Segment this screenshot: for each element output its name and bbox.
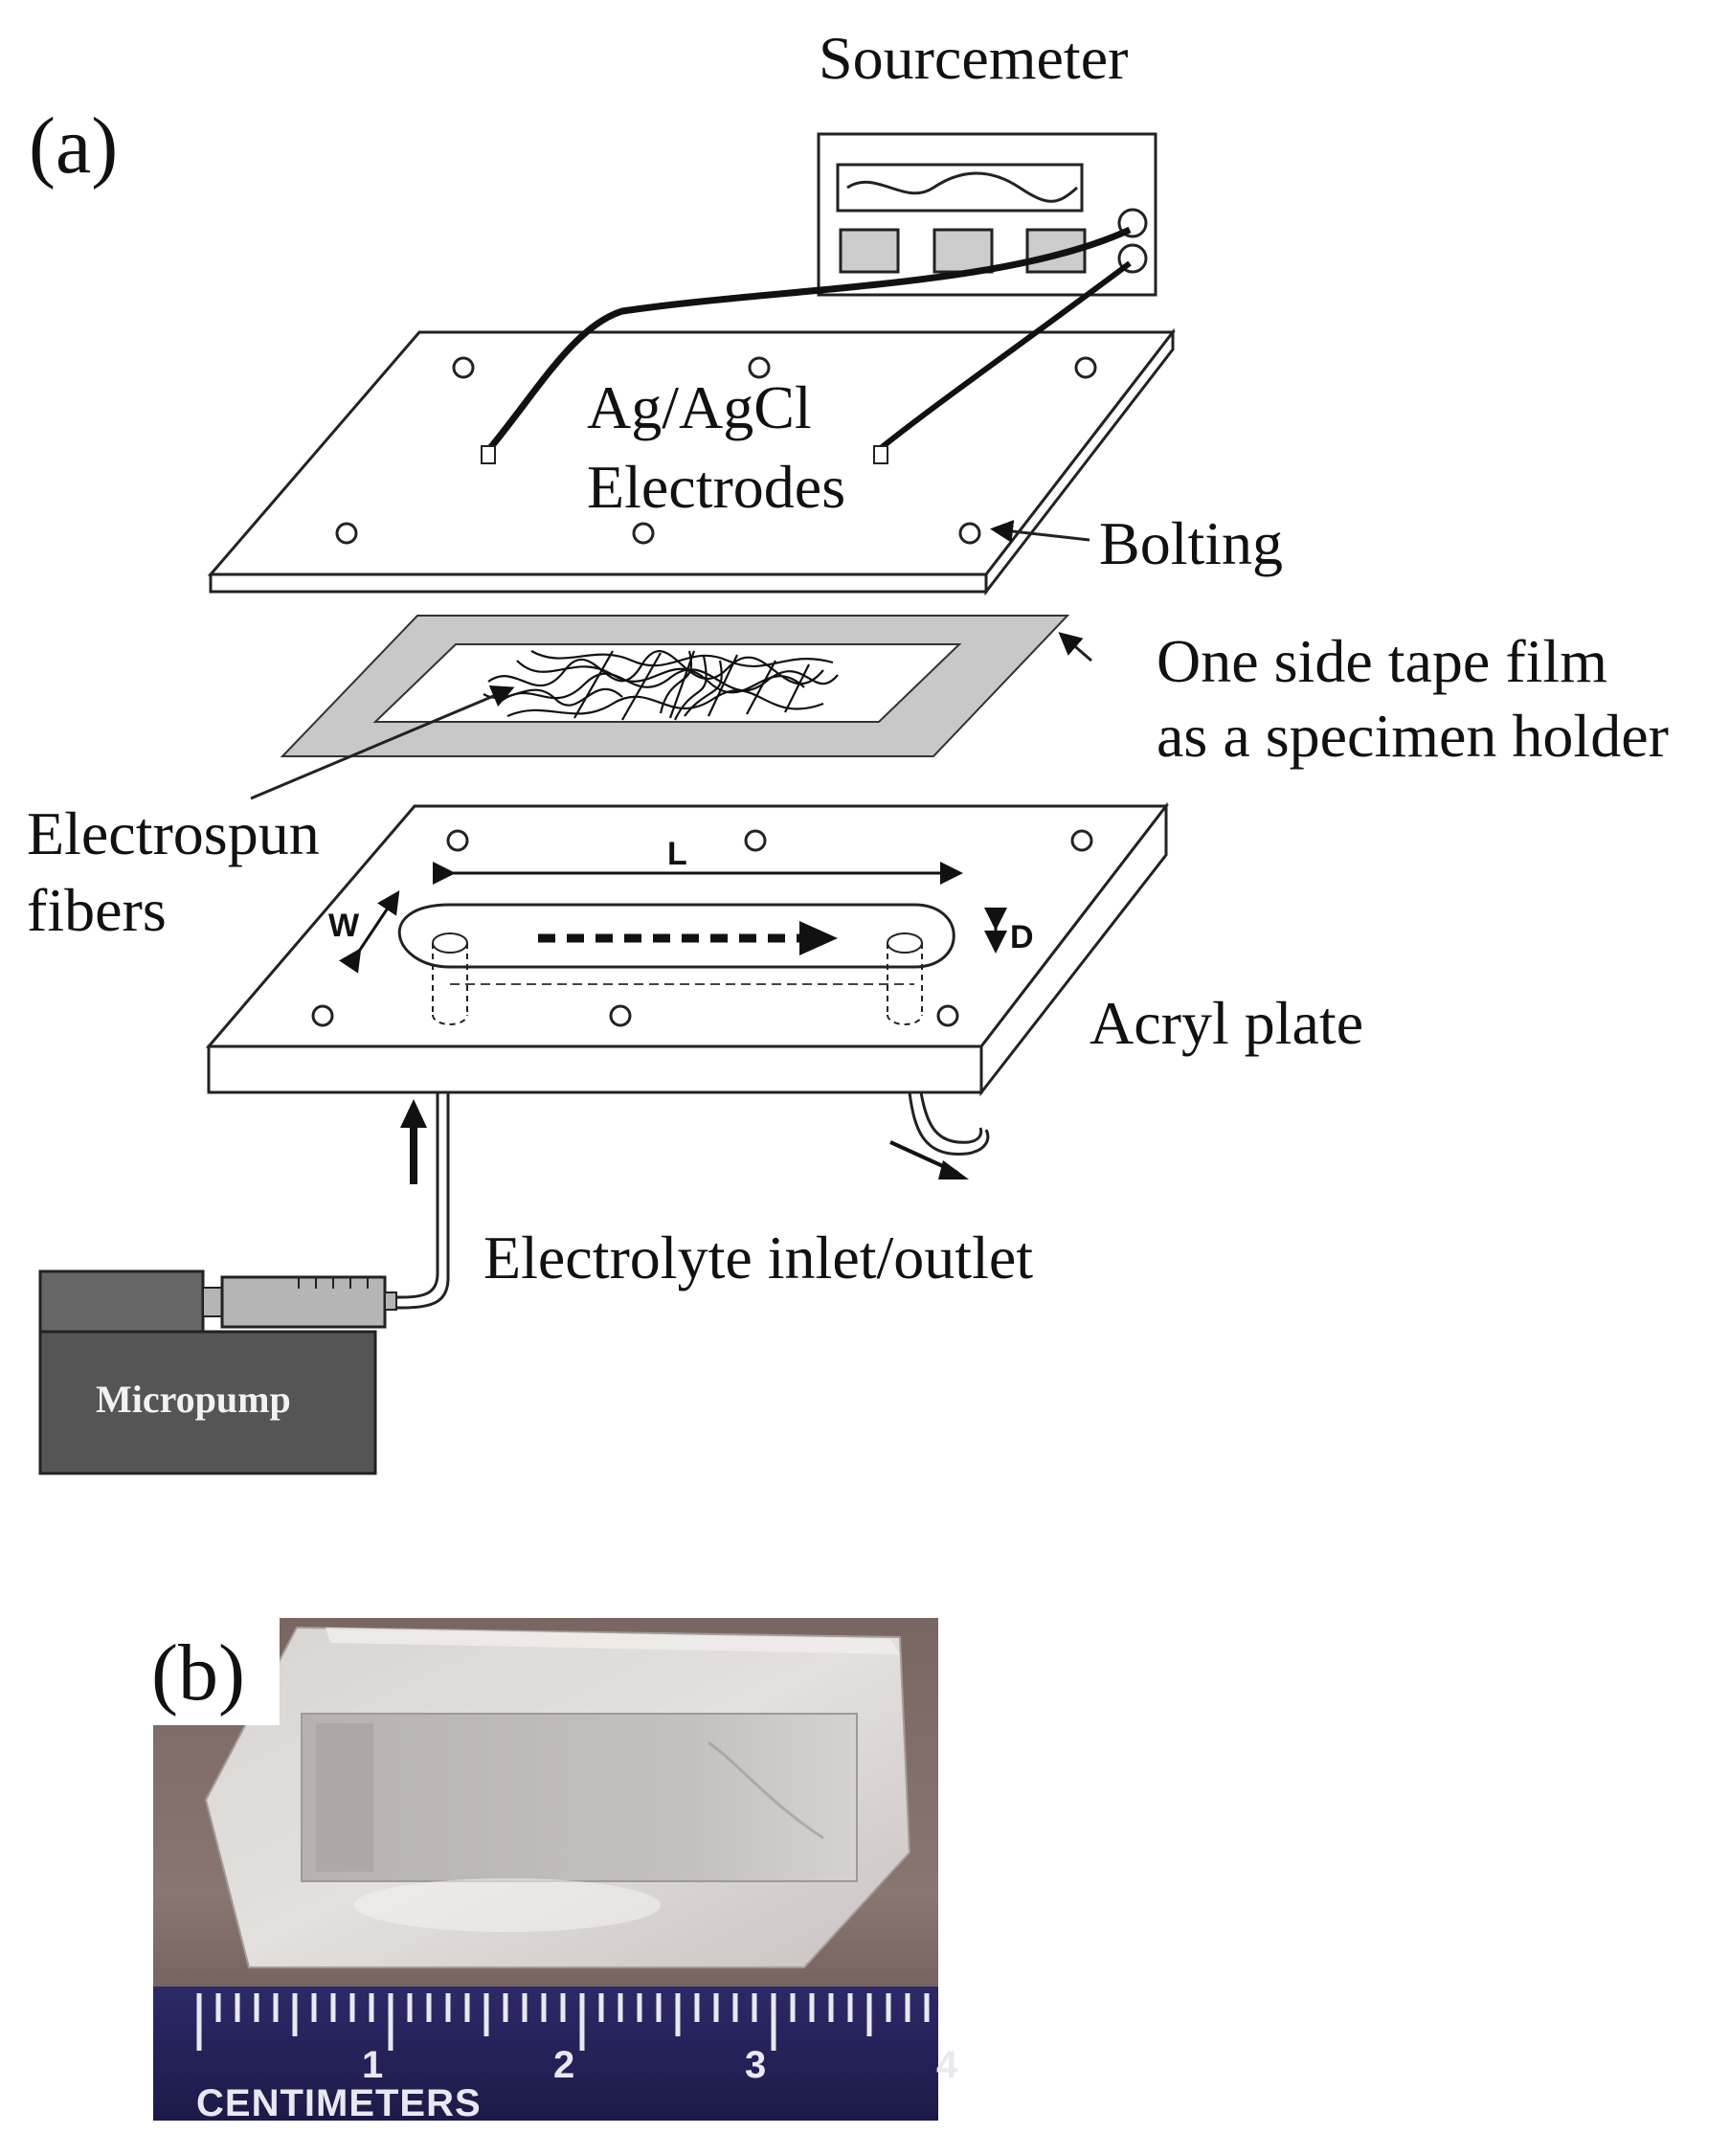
bolt-hole-icon	[744, 829, 767, 852]
panel-b-label: (b)	[151, 1628, 245, 1718]
waveform-icon	[846, 171, 1079, 203]
panel-b-label-bg	[144, 1610, 280, 1725]
syringe-body	[220, 1275, 387, 1329]
ruler-number: 3	[745, 2044, 766, 2086]
micropump-label: Micropump	[96, 1378, 291, 1421]
dimension-W-arrow	[339, 890, 400, 974]
electrode-wire-1	[487, 226, 1132, 451]
bolt-hole-icon	[958, 522, 981, 545]
panel-a-label: (a)	[29, 101, 118, 191]
ruler-ticks	[196, 1993, 930, 2051]
tape-label-line2: as a specimen holder	[1157, 702, 1669, 770]
dimension-D-label: D	[1010, 919, 1034, 955]
tape-film	[280, 615, 1070, 757]
inlet-port	[432, 932, 468, 1025]
ruler-number: 1	[362, 2044, 383, 2086]
sourcemeter-device	[817, 132, 1157, 297]
electrodes-label-line2: Electrodes	[587, 453, 845, 521]
bolting-label: Bolting	[1099, 509, 1283, 577]
bolt-hole-icon	[936, 1004, 959, 1027]
ruler-number: 2	[553, 2044, 574, 2086]
fibers-label-line2: fibers	[27, 876, 167, 944]
electrode-tip-1	[481, 445, 496, 464]
meter-button-1	[839, 228, 900, 274]
fiber-mat	[301, 1713, 858, 1882]
tape-pointer	[1058, 632, 1092, 663]
fibers-pointer	[250, 685, 515, 800]
bolt-hole-icon	[632, 522, 655, 545]
electrolyte-label: Electrolyte inlet/outlet	[483, 1224, 1033, 1291]
outlet-tube	[908, 1091, 990, 1157]
outlet-port	[887, 932, 923, 1025]
bolt-hole-icon	[335, 522, 358, 545]
bolt-hole-icon	[1070, 829, 1093, 852]
bolt-hole-icon	[311, 1004, 334, 1027]
acryl-plate-label: Acryl plate	[1090, 989, 1363, 1057]
inlet-tube	[393, 1092, 439, 1299]
bolt-hole-icon	[1074, 356, 1097, 379]
fibers-label-line1: Electrospun	[27, 799, 320, 867]
meter-button-2	[932, 228, 994, 274]
bolt-hole-icon	[452, 356, 475, 379]
electrode-tip-2	[873, 445, 888, 464]
flow-arrowhead-icon	[799, 921, 838, 955]
sourcemeter-label: Sourcemeter	[819, 24, 1128, 92]
bolt-hole-icon	[748, 356, 771, 379]
electrodes-label-line1: Ag/AgCl	[587, 373, 812, 441]
dimension-L-label: L	[667, 836, 687, 872]
flow-channel	[397, 903, 955, 969]
ruler-unit-label: CENTIMETERS	[196, 2082, 482, 2124]
bolt-hole-icon	[609, 1004, 632, 1027]
ruler-number: 4	[936, 2044, 958, 2086]
dimension-W-label: W	[328, 908, 360, 944]
tape-label-line1: One side tape film	[1157, 627, 1607, 695]
bolting-pointer	[990, 520, 1090, 543]
electrode-wire-2	[879, 260, 1132, 451]
micropump-device	[38, 1269, 397, 1475]
bolt-hole-icon	[446, 829, 469, 852]
top-plate	[207, 327, 1177, 596]
display-screen	[836, 163, 1084, 213]
ruler-numbers: 1 2 3 4	[362, 2044, 958, 2086]
